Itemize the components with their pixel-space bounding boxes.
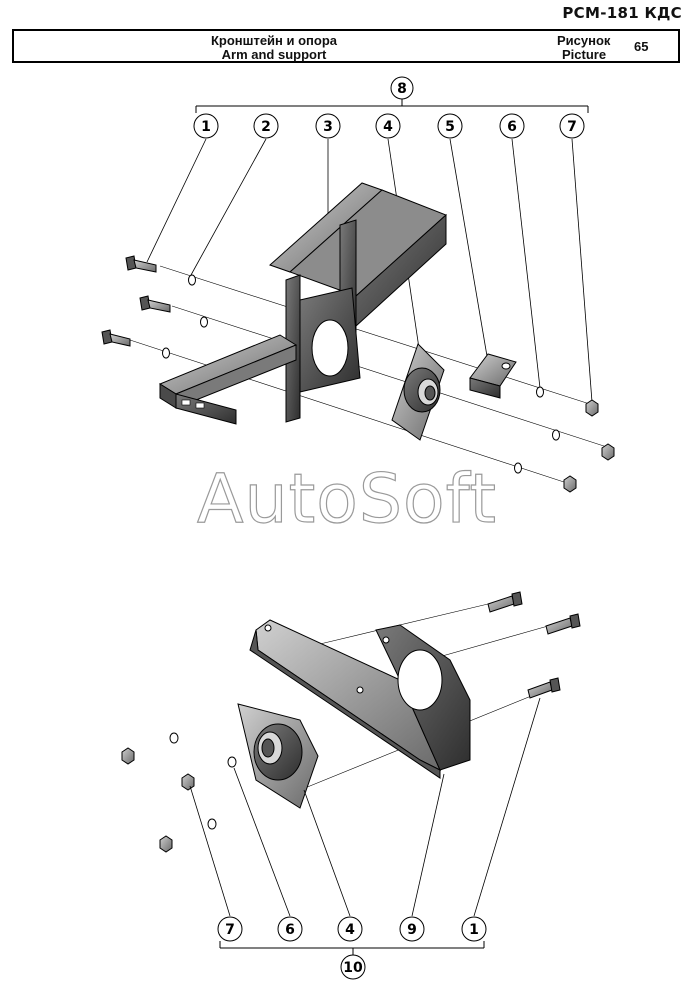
svg-text:9: 9 (407, 922, 417, 938)
svg-text:3: 3 (323, 119, 333, 135)
callout-top-2: 2 (253, 113, 279, 139)
bottom-assembly (121, 591, 581, 955)
svg-text:6: 6 (285, 922, 295, 938)
watermark: AutoSoft (196, 459, 498, 539)
part-support-plate (249, 619, 471, 779)
part-flange-bearing-bottom (237, 703, 319, 809)
title-block: Кронштейн и опора Arm and support Рисуно… (12, 29, 680, 63)
callout-bottom-7: 7 (217, 916, 243, 942)
callout-top-5: 5 (437, 113, 463, 139)
callout-top-6: 6 (499, 113, 525, 139)
part-bolts-top (101, 255, 171, 347)
part-washers-nuts-top (162, 274, 615, 493)
svg-text:8: 8 (397, 81, 407, 97)
picture-label-english: Picture (562, 47, 607, 62)
svg-text:7: 7 (225, 922, 235, 938)
callout-bottom-1: 1 (461, 916, 487, 942)
svg-text:7: 7 (567, 119, 577, 135)
title-russian: Кронштейн и опора (210, 33, 338, 48)
top-assembly (101, 98, 615, 493)
group-bracket-8 (195, 98, 589, 113)
part-flange-bearing-top (391, 343, 445, 441)
svg-text:4: 4 (383, 119, 393, 135)
part-washers-nuts-bottom (121, 732, 237, 853)
callout-top-3: 3 (315, 113, 341, 139)
bottom-leader-lines (189, 697, 541, 917)
callouts-bottom: 7 6 4 9 1 10 (217, 916, 487, 980)
part-small-bracket (469, 353, 517, 399)
document-code: РСМ-181 КДС (562, 4, 682, 22)
title-english: Arm and support (221, 47, 327, 62)
callouts-top: 8 1 2 3 4 5 6 7 (193, 76, 585, 139)
picture-number: 65 (634, 39, 649, 54)
svg-text:1: 1 (201, 119, 211, 135)
part-bracket-frame (158, 182, 447, 425)
top-leader-lines (146, 138, 593, 403)
svg-text:2: 2 (261, 119, 271, 135)
picture-label-russian: Рисунок (557, 33, 611, 48)
callout-top-4: 4 (375, 113, 401, 139)
callout-bottom-9: 9 (399, 916, 425, 942)
callout-10: 10 (340, 954, 366, 980)
callout-top-1: 1 (193, 113, 219, 139)
callout-bottom-6: 6 (277, 916, 303, 942)
callout-8: 8 (390, 76, 414, 100)
svg-text:4: 4 (345, 922, 355, 938)
svg-text:6: 6 (507, 119, 517, 135)
svg-text:5: 5 (445, 119, 455, 135)
svg-text:1: 1 (469, 922, 479, 938)
svg-text:10: 10 (343, 960, 363, 976)
callout-top-7: 7 (559, 113, 585, 139)
group-bracket-10 (219, 941, 485, 955)
callout-bottom-4: 4 (337, 916, 363, 942)
part-bolts-bottom (487, 591, 581, 699)
top-axis-lines (129, 265, 611, 485)
